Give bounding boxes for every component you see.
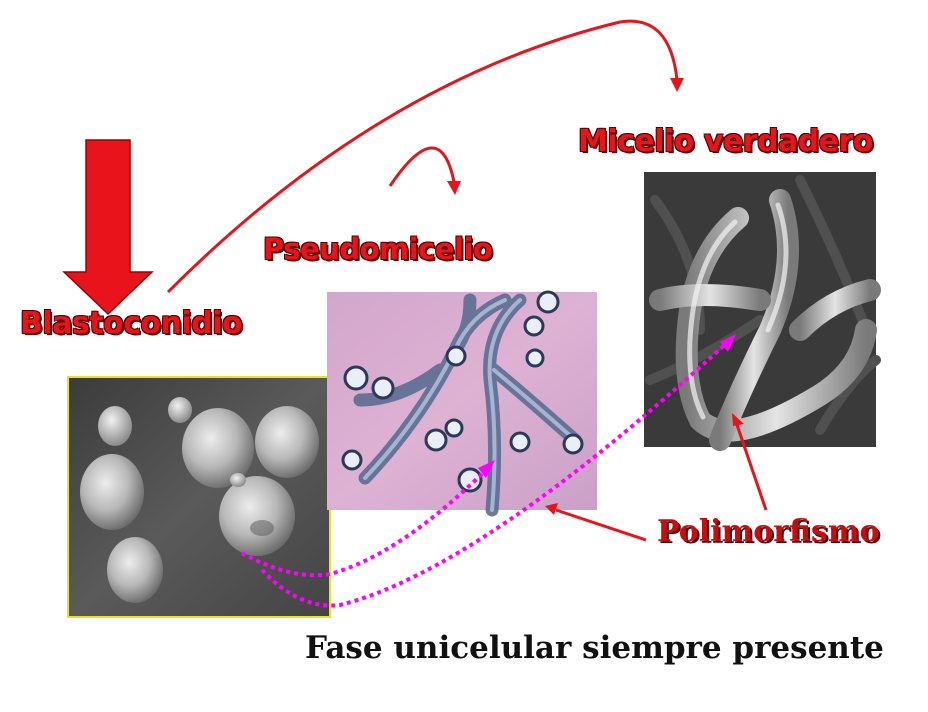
pseudomicelio-image <box>327 290 597 517</box>
curved-arrow-blasto-to-micelio <box>166 19 679 294</box>
curved-arrow-to-pseudomicelio <box>388 146 456 187</box>
arrowhead-icon <box>478 460 495 478</box>
arrowhead-icon <box>670 78 684 92</box>
polimorfismo-label: Polimorfismo <box>657 514 880 549</box>
polimorfismo-arrow-up <box>734 421 768 511</box>
blastoconidio-image <box>67 376 331 618</box>
arrowhead-icon <box>720 334 736 352</box>
arrowhead-icon <box>545 503 558 515</box>
caption-text: Fase unicelular siempre presente <box>305 630 884 666</box>
micelio-verdadero-label: Micelio verdadero <box>578 124 874 159</box>
micelio-verdadero-image <box>644 172 881 451</box>
polimorfismo-arrow-left <box>555 508 647 542</box>
down-arrow-icon <box>62 139 154 316</box>
blastoconidio-label: Blastoconidio <box>20 306 243 341</box>
arrowhead-icon <box>732 413 744 426</box>
pseudomicelio-label: Pseudomicelio <box>263 232 493 266</box>
dotted-arrow-to-micelio <box>260 338 732 608</box>
arrowhead-icon <box>447 181 461 195</box>
